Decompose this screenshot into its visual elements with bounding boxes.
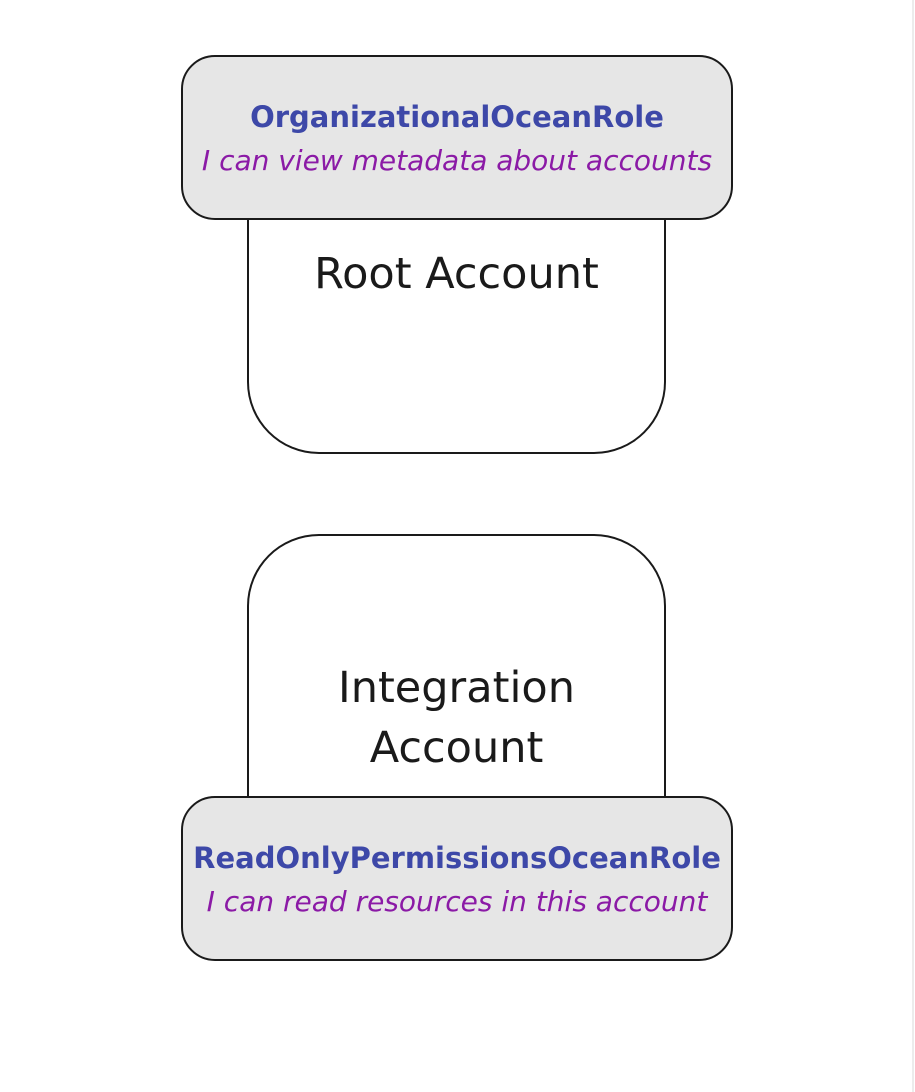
organizational-ocean-role-box: OrganizationalOceanRole I can view metad… <box>181 55 733 220</box>
readonly-role-description: I can read resources in this account <box>206 885 708 918</box>
root-account-title: Root Account <box>314 249 599 299</box>
organizational-role-name: OrganizationalOceanRole <box>250 100 664 134</box>
page-edge-divider <box>912 0 914 1092</box>
integration-account-box: Integration Account <box>247 534 666 810</box>
organizational-role-description: I can view metadata about accounts <box>201 144 713 177</box>
integration-account-title-line1: Integration <box>338 663 575 713</box>
integration-account-title: Integration Account <box>249 658 664 778</box>
integration-account-title-line2: Account <box>369 723 544 773</box>
readonly-role-name: ReadOnlyPermissionsOceanRole <box>193 841 721 875</box>
readonly-permissions-ocean-role-box: ReadOnlyPermissionsOceanRole I can read … <box>181 796 733 961</box>
root-account-box: Root Account <box>247 200 666 454</box>
